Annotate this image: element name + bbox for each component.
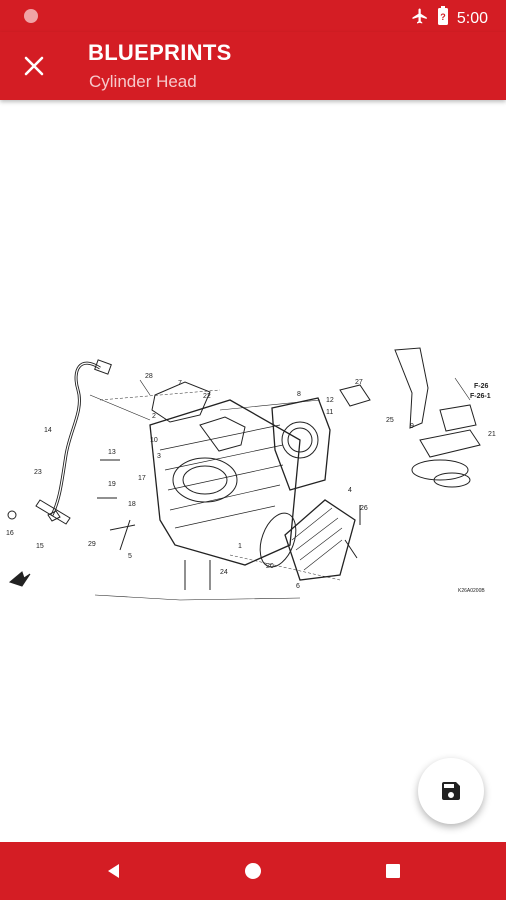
callout-17: 17 [138, 475, 146, 482]
callout-29: 29 [88, 541, 96, 548]
svg-text:?: ? [440, 12, 446, 22]
callout-20: 20 [266, 563, 274, 570]
callout-13: 13 [108, 449, 116, 456]
back-icon [108, 864, 119, 878]
close-icon [24, 56, 44, 76]
ref-f26-1: F-26-1 [470, 393, 491, 400]
page-title: BLUEPRINTS [88, 40, 232, 65]
callout-19: 19 [108, 481, 116, 488]
home-button[interactable] [240, 858, 266, 884]
back-button[interactable] [101, 858, 127, 884]
callout-27: 27 [355, 379, 363, 386]
callout-23: 23 [34, 469, 42, 476]
status-icons: ? 5:00 [411, 6, 488, 31]
callout-1: 1 [238, 543, 242, 550]
callout-2: 2 [152, 413, 156, 420]
blueprint-diagram[interactable]: 1 2 3 4 5 6 7 8 9 10 11 12 13 14 15 16 1… [0, 330, 506, 620]
battery-icon: ? [437, 6, 449, 31]
callout-21: 21 [488, 431, 496, 438]
save-icon [442, 782, 460, 800]
callout-24: 24 [220, 569, 228, 576]
callout-14: 14 [44, 427, 52, 434]
callout-6: 6 [296, 583, 300, 590]
callout-15: 15 [36, 543, 44, 550]
head-gasket [271, 397, 331, 491]
callout-11: 11 [326, 409, 333, 416]
callout-26: 26 [360, 505, 368, 512]
callout-22: 22 [203, 393, 211, 400]
clock: 5:00 [456, 9, 488, 27]
callout-18: 18 [128, 501, 136, 508]
callout-12: 12 [326, 397, 334, 404]
callout-3: 3 [157, 453, 161, 460]
system-nav-bar [0, 842, 506, 900]
callout-10: 10 [150, 437, 158, 444]
diagram-code: K26A0200B [458, 588, 485, 594]
callout-4: 4 [348, 487, 352, 494]
cylinder-head-body [149, 399, 301, 566]
callout-25: 25 [386, 417, 394, 424]
home-icon [245, 863, 261, 879]
callout-28: 28 [145, 373, 153, 380]
save-button[interactable] [418, 758, 484, 824]
airplane-mode-icon [411, 7, 429, 30]
callout-8: 8 [297, 391, 301, 398]
close-button[interactable] [18, 50, 50, 82]
status-bar: ? 5:00 [0, 0, 506, 32]
app-bar: BLUEPRINTS Cylinder Head [0, 32, 506, 100]
callout-7: 7 [178, 380, 182, 387]
page-subtitle: Cylinder Head [89, 72, 197, 91]
callout-9: 9 [410, 423, 414, 430]
ref-f26: F-26 [474, 383, 489, 390]
recents-button[interactable] [380, 858, 406, 884]
notification-dot-icon [24, 9, 38, 23]
callout-16: 16 [6, 530, 14, 537]
recents-icon [386, 864, 400, 878]
callout-5: 5 [128, 553, 132, 560]
